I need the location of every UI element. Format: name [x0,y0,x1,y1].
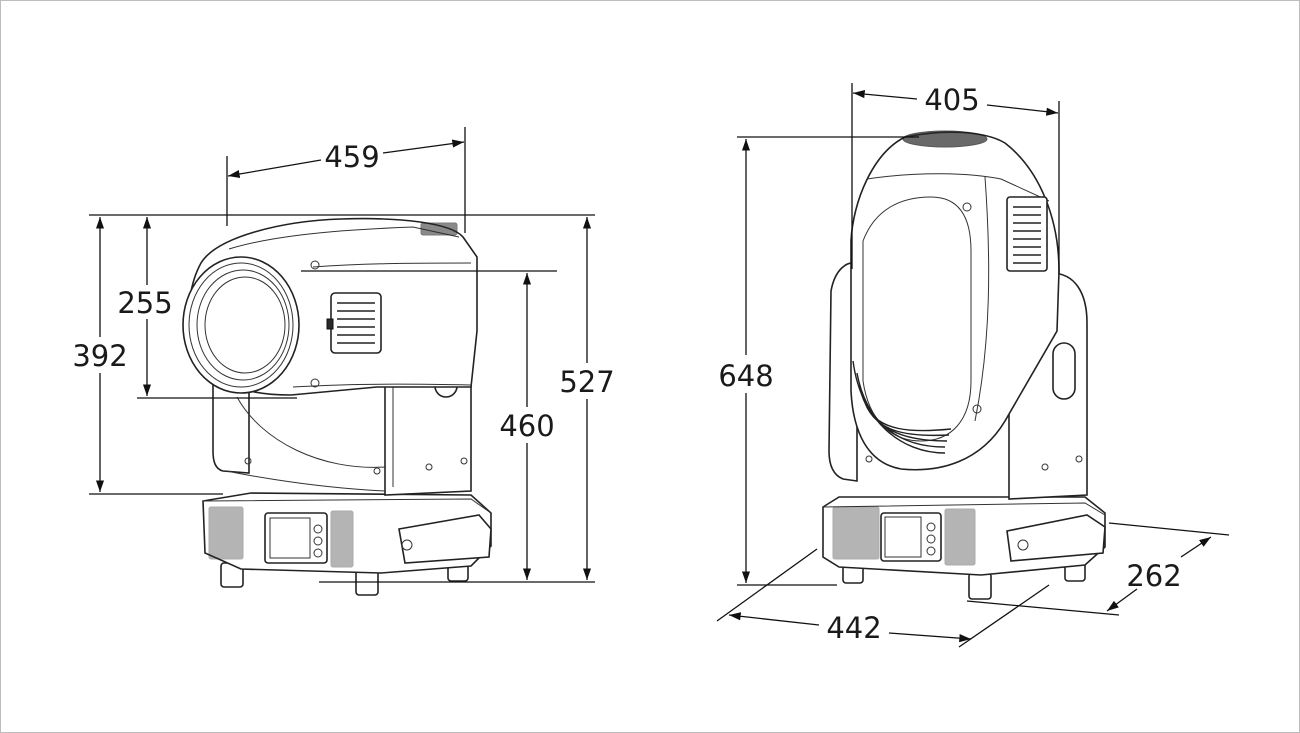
dim-arrow [888,632,972,643]
dim-label-side-base-depth: 262 [1126,559,1181,593]
side-base-display [880,512,942,562]
base-display [264,512,328,564]
dim-label-side-base-width: 442 [826,611,881,645]
front-view-fixture [182,217,492,596]
dim-arrow [382,139,465,154]
dim-arrow [1106,588,1138,612]
dim-label-base-height: 460 [499,409,554,443]
dim-arrow [986,104,1059,116]
dim-label-front-total-height: 527 [559,365,614,399]
dim-arrow [852,90,918,100]
head-vent [330,292,382,354]
dim-label-front-width: 459 [324,140,379,174]
dim-arrow [227,159,322,179]
side-yoke-left [828,261,858,482]
dim-label-side-total-height: 648 [718,359,773,393]
front-lens [182,256,300,394]
side-head-vent [1006,196,1048,272]
base-handle [398,514,492,564]
foot [968,572,992,600]
front-view-dimensions: 459 255 392 460 527 [72,127,615,583]
side-base-handle [1006,514,1106,562]
dim-arrow [1180,536,1212,558]
side-view-dimensions: 405 648 442 262 [716,83,1230,648]
side-yoke-grip [1052,342,1076,400]
dim-arrow [728,612,820,626]
side-head-top-vent [902,130,988,148]
dim-label-head-height: 255 [117,286,172,320]
side-view-fixture [822,130,1106,600]
dim-label-yoke-height: 392 [72,339,127,373]
dim-label-side-width: 405 [924,83,979,117]
